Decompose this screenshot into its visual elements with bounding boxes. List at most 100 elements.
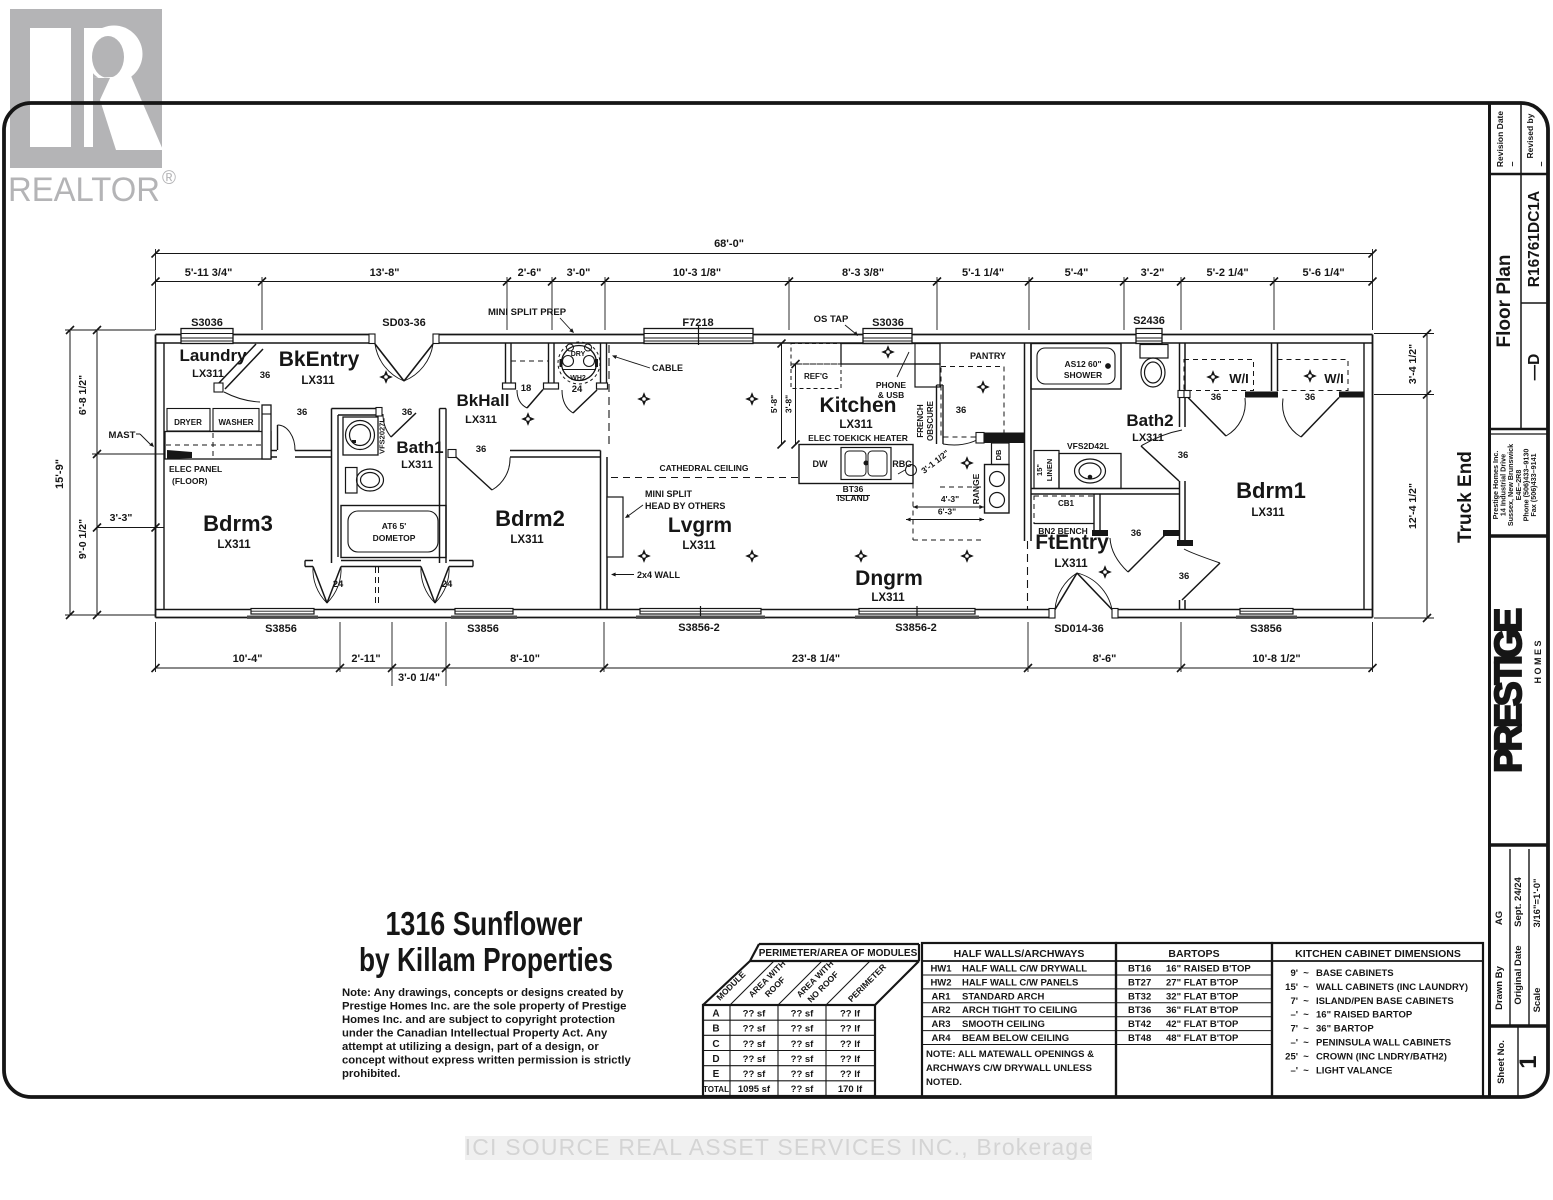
svg-text:5'-4": 5'-4" — [1065, 267, 1089, 279]
svg-text:LX311: LX311 — [217, 539, 251, 551]
svg-text:15': 15' — [1285, 982, 1298, 993]
svg-text:prohibited.: prohibited. — [342, 1068, 400, 1080]
svg-text:36: 36 — [1131, 528, 1142, 539]
svg-text:PRESTIGE: PRESTIGE — [1488, 609, 1530, 773]
svg-text:48" FLAT B'TOP: 48" FLAT B'TOP — [1166, 1033, 1239, 1044]
svg-text:?? lf: ?? lf — [840, 1009, 861, 1020]
svg-text:SHOWER: SHOWER — [1064, 370, 1102, 380]
svg-text:R16761DC1A: R16761DC1A — [1526, 191, 1543, 288]
svg-text:36: 36 — [956, 405, 967, 416]
svg-text:24: 24 — [572, 384, 583, 395]
svg-text:~: ~ — [1303, 1038, 1309, 1049]
svg-text:Homes Inc. and are subject to: Homes Inc. and are subject to copyright … — [342, 1014, 615, 1026]
svg-text:C: C — [712, 1039, 719, 1050]
svg-text:S3856: S3856 — [1250, 623, 1282, 635]
svg-text:AG: AG — [1494, 911, 1505, 925]
svg-text:BASE CABINETS: BASE CABINETS — [1316, 968, 1394, 979]
svg-text:?? sf: ?? sf — [791, 1039, 815, 1050]
svg-text:Lvgrm: Lvgrm — [668, 514, 732, 537]
svg-text:2'-6": 2'-6" — [518, 267, 542, 279]
svg-text:S3856-2: S3856-2 — [895, 622, 937, 634]
svg-text:12'-4 1/2": 12'-4 1/2" — [1407, 483, 1419, 529]
svg-text:D: D — [712, 1054, 719, 1065]
svg-text:PERIMETER/AREA OF MODULES: PERIMETER/AREA OF MODULES — [759, 948, 918, 959]
svg-text:–: – — [1536, 161, 1546, 166]
svg-text:3'-8": 3'-8" — [784, 395, 794, 413]
svg-text:ISLAND/PEN BASE CABINETS: ISLAND/PEN BASE CABINETS — [1316, 996, 1454, 1007]
svg-text:?? sf: ?? sf — [791, 1009, 815, 1020]
svg-text:attempt at utilizing a design,: attempt at utilizing a design, part of a… — [342, 1041, 599, 1053]
svg-text:BARTOPS: BARTOPS — [1168, 948, 1219, 960]
svg-text:68'-0": 68'-0" — [714, 238, 744, 250]
svg-text:3'-0": 3'-0" — [567, 267, 591, 279]
svg-text:FtEntry: FtEntry — [1035, 531, 1109, 554]
svg-text:?? sf: ?? sf — [743, 1024, 767, 1035]
svg-text:WH2: WH2 — [570, 375, 586, 382]
svg-text:?? sf: ?? sf — [791, 1069, 815, 1080]
svg-text:ELEC TOEKICK HEATER: ELEC TOEKICK HEATER — [808, 433, 908, 443]
svg-text:15'-9": 15'-9" — [54, 459, 66, 489]
svg-text:WALL CABINETS (INC LAUNDRY): WALL CABINETS (INC LAUNDRY) — [1316, 982, 1468, 993]
svg-text:~: ~ — [1303, 1051, 1309, 1062]
svg-text:36: 36 — [1179, 571, 1190, 582]
svg-text:8'-6": 8'-6" — [1093, 653, 1117, 665]
svg-text:Prestige Homes Inc.: Prestige Homes Inc. — [1491, 451, 1500, 520]
svg-text:?? sf: ?? sf — [743, 1069, 767, 1080]
svg-text:HALF WALL C/W PANELS: HALF WALL C/W PANELS — [962, 977, 1078, 988]
svg-text:E: E — [713, 1069, 720, 1080]
svg-text:~: ~ — [1303, 1065, 1309, 1076]
svg-text:Bdrm3: Bdrm3 — [203, 511, 273, 536]
svg-text:S3036: S3036 — [191, 317, 223, 329]
svg-text:14 Industrial Drive: 14 Industrial Drive — [1499, 454, 1508, 516]
svg-text:A: A — [712, 1009, 719, 1020]
svg-text:HW1: HW1 — [930, 964, 952, 975]
svg-text:?? sf: ?? sf — [743, 1054, 767, 1065]
svg-text:36: 36 — [260, 370, 271, 381]
svg-text:Bdrm1: Bdrm1 — [1236, 478, 1306, 503]
svg-text:5'-6 1/4": 5'-6 1/4" — [1302, 267, 1344, 279]
svg-text:7': 7' — [1290, 1024, 1298, 1035]
svg-text:LX311: LX311 — [682, 540, 716, 552]
svg-text:3/16"=1'-0": 3/16"=1'-0" — [1532, 878, 1543, 927]
svg-text:BEAM BELOW CEILING: BEAM BELOW CEILING — [962, 1033, 1069, 1044]
svg-text:CB1: CB1 — [1058, 499, 1075, 508]
svg-text:DRYER: DRYER — [174, 418, 202, 427]
svg-text:9'-0 1/2": 9'-0 1/2" — [77, 519, 89, 559]
svg-text:W/I: W/I — [1229, 371, 1249, 386]
svg-text:DOMETOP: DOMETOP — [373, 533, 416, 543]
svg-text:BN2 BENCH: BN2 BENCH — [1038, 526, 1088, 536]
svg-text:H O M E S: H O M E S — [1533, 640, 1543, 683]
svg-text:SD03-36: SD03-36 — [382, 317, 425, 329]
svg-text:25': 25' — [1285, 1051, 1298, 1062]
svg-text:18: 18 — [521, 383, 532, 394]
svg-text:Sheet No.: Sheet No. — [1496, 1040, 1507, 1084]
svg-text:REF'G: REF'G — [804, 372, 828, 381]
svg-text:under the Canadian Intellectua: under the Canadian Intellectual Property… — [342, 1028, 608, 1040]
svg-text:–: – — [1507, 161, 1517, 166]
svg-text:5'-8": 5'-8" — [769, 395, 779, 413]
svg-text:F7218: F7218 — [682, 317, 713, 329]
svg-text:Sussex, New Brunswick: Sussex, New Brunswick — [1506, 444, 1515, 526]
svg-text:BT32: BT32 — [1128, 991, 1151, 1002]
svg-text:LX311: LX311 — [1251, 507, 1285, 519]
svg-text:3'-2": 3'-2" — [1141, 267, 1165, 279]
svg-text:REALTOR: REALTOR — [8, 171, 160, 209]
svg-text:HW2: HW2 — [930, 977, 951, 988]
svg-text:Prestige Homes Inc. are the so: Prestige Homes Inc. are the sole propert… — [342, 1001, 626, 1013]
svg-text:S3856: S3856 — [467, 623, 499, 635]
svg-text:7': 7' — [1290, 996, 1298, 1007]
svg-text:Revised by: Revised by — [1525, 113, 1535, 158]
svg-text:SMOOTH CEILING: SMOOTH CEILING — [962, 1019, 1045, 1030]
svg-text:3'-3": 3'-3" — [110, 512, 133, 524]
svg-text:36" BARTOP: 36" BARTOP — [1316, 1024, 1374, 1035]
svg-text:?? lf: ?? lf — [840, 1024, 861, 1035]
svg-text:–': –' — [1290, 1065, 1298, 1076]
svg-text:DB: DB — [994, 449, 1003, 460]
svg-text:FRENCH: FRENCH — [916, 404, 925, 438]
svg-text:KITCHEN CABINET DIMENSIONS: KITCHEN CABINET DIMENSIONS — [1295, 948, 1461, 960]
svg-text:NOTED.: NOTED. — [926, 1077, 962, 1088]
svg-text:3'-0 1/4": 3'-0 1/4" — [398, 672, 440, 684]
svg-text:1: 1 — [1515, 1055, 1542, 1068]
svg-text:B: B — [712, 1024, 719, 1035]
svg-text:LX311: LX311 — [839, 419, 873, 431]
